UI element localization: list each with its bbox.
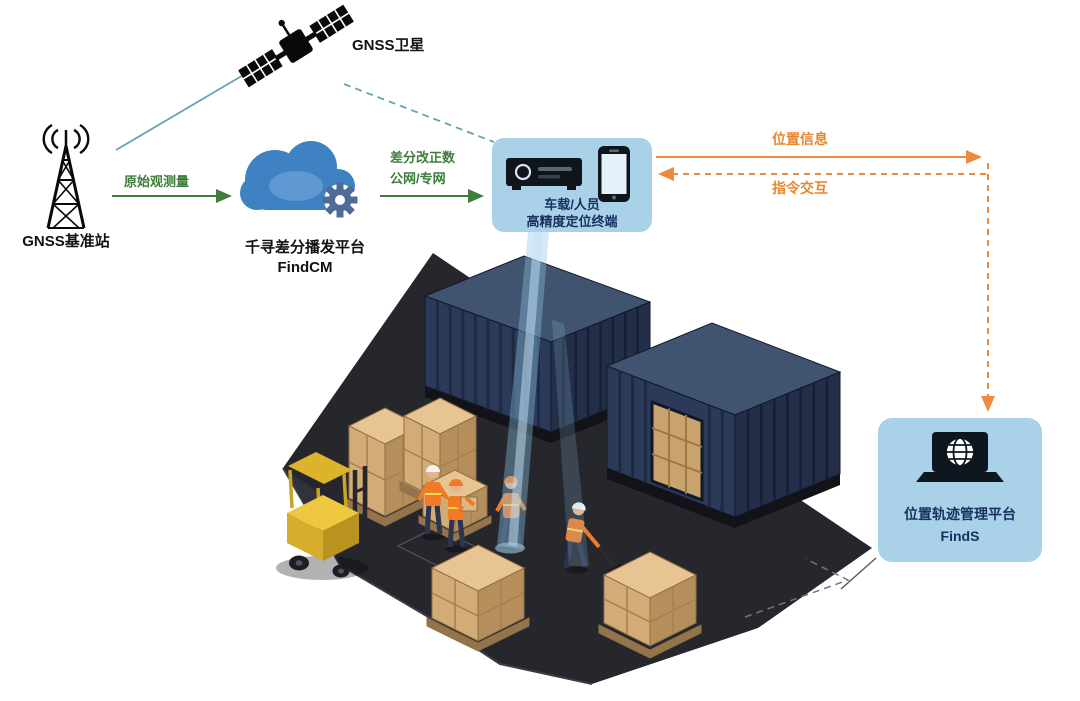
base-station-label: GNSS基准站 [22, 233, 110, 250]
position-info-label: 位置信息 [772, 131, 828, 147]
cloud-platform-product: FindCM [277, 259, 333, 276]
satellite-icon [238, 4, 354, 88]
forklift [276, 452, 392, 580]
positioning-beam-secondary [552, 320, 589, 566]
raw-observation-label: 原始观测量 [124, 174, 190, 189]
cloud-icon [240, 141, 358, 218]
smartphone-icon [598, 146, 630, 202]
platform-scene-link [840, 557, 877, 590]
receiver-icon [506, 158, 582, 190]
terminal-label-line2: 高精度定位终端 [526, 214, 618, 229]
satellite-label: GNSS卫星 [352, 37, 425, 54]
floor-lane-dashed [744, 558, 850, 618]
worker-4 [563, 502, 601, 574]
correction-label-1: 差分改正数 [390, 150, 456, 165]
terminal-label-line1: 车载/人员 [544, 197, 600, 212]
laptop-globe-icon [916, 432, 1004, 482]
box-stack-front [426, 544, 530, 652]
container-right [605, 322, 842, 528]
worker-1 [417, 465, 449, 541]
command-interaction-label: 指令交互 [772, 180, 828, 196]
box-stack-right [598, 551, 702, 659]
management-platform-product: FindS [940, 528, 980, 544]
connector-lines [112, 63, 995, 590]
positioning-beam [495, 232, 589, 566]
terminal-panel [492, 138, 652, 232]
correction-label-2: 公网/专网 [390, 171, 446, 186]
management-platform-name: 位置轨迹管理平台 [904, 506, 1016, 522]
satellite-terminal-link [343, 83, 495, 143]
worker-2 [445, 479, 478, 553]
management-panel [878, 418, 1042, 562]
gear-icon [322, 182, 358, 218]
container-opening [650, 399, 704, 503]
base-station-icon [42, 123, 90, 229]
warehouse-scene [276, 232, 872, 685]
cloud-platform-name: 千寻差分播发平台 [244, 239, 365, 256]
satellite-basestation-link [115, 63, 263, 151]
